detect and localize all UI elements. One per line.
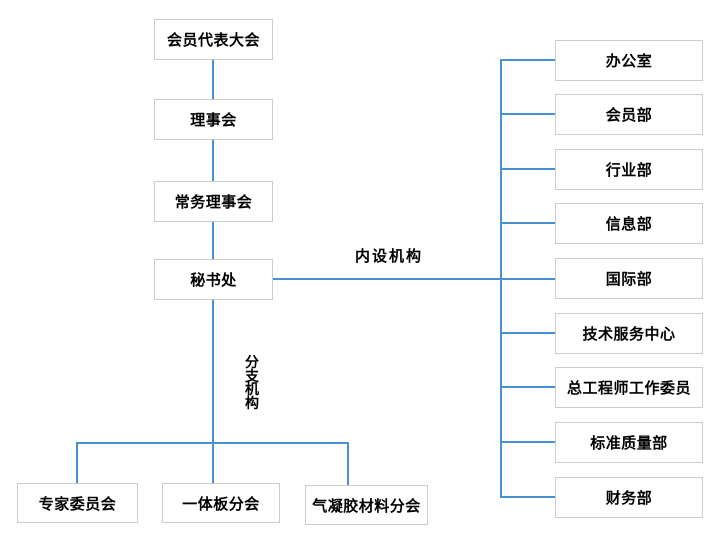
drop-aerogel-branch [347, 442, 349, 485]
stub-industry-dept [500, 168, 555, 170]
node-finance-dept: 财务部 [555, 477, 703, 518]
stub-tech-service [500, 332, 555, 334]
connector-internal-main [273, 278, 555, 280]
node-membership-dept: 会员部 [555, 94, 703, 135]
node-standards-quality-dept: 标准质量部 [555, 422, 703, 463]
node-tech-service-center: 技术服务中心 [555, 313, 703, 354]
node-industry-dept: 行业部 [555, 149, 703, 190]
node-standing-council: 常务理事会 [154, 181, 273, 222]
stub-information-dept [500, 222, 555, 224]
node-chief-engineer-committee: 总工程师工作委员 [555, 367, 703, 408]
node-secretariat: 秘书处 [154, 259, 273, 300]
node-international-dept: 国际部 [555, 258, 703, 299]
node-member-congress: 会员代表大会 [154, 19, 273, 60]
stub-membership-dept [500, 113, 555, 115]
connector-branch-trunk [212, 300, 214, 483]
stub-chief-engineer [500, 386, 555, 388]
node-integrated-panel-branch: 一体板分会 [162, 483, 280, 523]
connector-branch-distributor [77, 442, 349, 444]
connector-internal-trunk [500, 59, 502, 498]
connector-chain-1-2 [212, 60, 214, 99]
label-internal-institutions: 内设机构 [355, 248, 424, 265]
stub-standards-dept [500, 441, 555, 443]
label-branch-institutions: 分支机构 [245, 354, 259, 411]
node-office: 办公室 [555, 40, 703, 81]
connector-chain-3-4 [212, 222, 214, 259]
drop-expert-committee [76, 442, 78, 483]
node-aerogel-material-branch: 气凝胶材料分会 [305, 485, 428, 525]
connector-chain-2-3 [212, 140, 214, 181]
node-information-dept: 信息部 [555, 203, 703, 244]
node-council: 理事会 [154, 99, 273, 140]
stub-office [500, 59, 555, 61]
stub-finance-dept [500, 496, 555, 498]
node-expert-committee: 专家委员会 [17, 483, 138, 523]
